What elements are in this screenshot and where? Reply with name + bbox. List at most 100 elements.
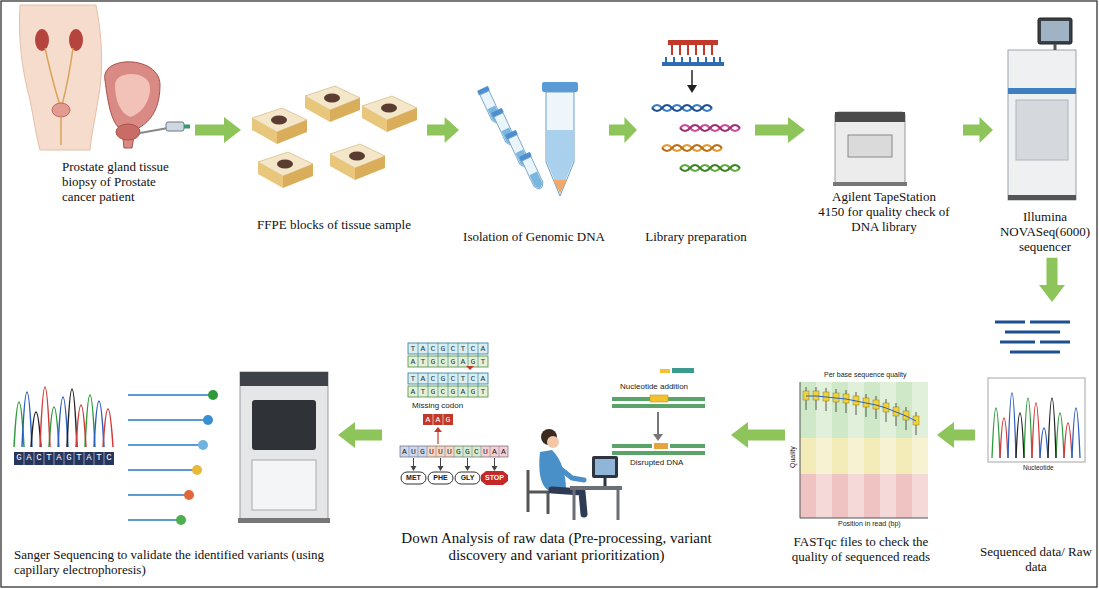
flow-arrow <box>338 422 382 448</box>
step-caption: Down Analysis of raw data (Pre-processin… <box>385 530 728 565</box>
fastqc-chart <box>806 396 916 421</box>
workflow-step: Sanger Sequencing to validate the identi… <box>8 370 335 578</box>
novaseq-sequencer <box>1008 195 1076 200</box>
dna-fragments <box>662 145 722 151</box>
illustration-label: Nucleotide <box>1023 464 1054 472</box>
labelled-fragments <box>176 515 186 525</box>
novaseq-sequencer <box>1008 18 1076 200</box>
ffpe-blocks <box>252 86 417 188</box>
fastqc-chart <box>800 382 928 518</box>
raw-chromatogram <box>988 378 1085 462</box>
workflow-step: Agilent TapeStation 4150 for quality che… <box>808 100 960 235</box>
sequence-letters: ATGCGAGT <box>408 386 491 397</box>
sanger-chromatogram <box>31 389 77 447</box>
sanger-chromatogram <box>40 387 113 447</box>
tapestation-instrument <box>833 112 907 186</box>
novaseq-sequencer <box>1054 44 1057 50</box>
dna-tubes <box>553 180 567 193</box>
flow-arrow <box>195 117 241 143</box>
amino-acid-shapes <box>401 472 426 484</box>
sequence-letters: AAG <box>423 414 456 425</box>
capillary-sequencer <box>252 400 316 450</box>
patient-anatomy <box>60 117 62 145</box>
sanger-chromatogram <box>14 387 113 447</box>
step-caption: Prostate gland tissue biopsy of Prostate… <box>62 160 192 205</box>
step-caption: Sequenced data/ Raw data <box>978 545 1094 575</box>
illustration-label: Quality <box>789 446 797 468</box>
sanger-chromatogram <box>14 395 95 447</box>
fastqc-chart <box>800 382 928 518</box>
library-adapters <box>687 85 697 93</box>
patient-anatomy <box>19 5 101 150</box>
analyst-at-computer <box>528 429 622 520</box>
flow-arrow <box>731 422 785 448</box>
nucleotide-insertion <box>612 404 705 408</box>
labelled-fragments <box>184 490 194 500</box>
fastqc-chart <box>912 382 928 518</box>
dna-fragments <box>652 105 712 111</box>
biopsy-needle <box>140 122 190 133</box>
sequence-letters: TACGCTCA <box>408 373 491 384</box>
illustration-label: Position in read (bp) <box>838 520 901 528</box>
analyst-at-computer <box>552 462 584 480</box>
ffpe-blocks <box>252 108 307 144</box>
amino-acid-shapes <box>481 471 508 485</box>
analyst-at-computer <box>570 486 622 490</box>
mrna-cells <box>438 466 444 471</box>
step-caption: Illumina NOVASeq(6000) sequencer <box>996 210 1094 255</box>
analyst-at-computer <box>604 478 607 486</box>
workflow-step: Sequenced data/ Raw data <box>978 305 1094 575</box>
raw-chromatogram <box>988 378 1085 462</box>
mrna-cells <box>411 466 417 471</box>
capillary-sequencer <box>238 372 330 523</box>
dna-fragments <box>680 165 740 171</box>
dna-tubes <box>547 130 573 193</box>
tapestation-instrument <box>848 135 892 157</box>
nucleotide-insertion <box>653 434 663 441</box>
bladder-prostate <box>116 124 140 140</box>
tapestation-instrument <box>835 112 905 122</box>
dna-tubes <box>519 152 546 192</box>
library-adapters <box>662 62 724 66</box>
flow-arrow <box>427 117 459 143</box>
dna-tubes <box>542 82 578 92</box>
nucleotide-insertion <box>660 369 670 373</box>
sanger-chromatogram <box>22 392 104 447</box>
illustration-label: STOP <box>482 472 507 484</box>
step-caption: Library preparation <box>640 230 752 245</box>
dna-fragments <box>662 145 722 151</box>
capillary-sequencer <box>238 518 330 523</box>
capillary-sequencer <box>240 372 328 522</box>
dna-fragments <box>652 105 712 111</box>
illustration-label: GLY <box>455 472 480 484</box>
fastqc-chart <box>880 382 896 518</box>
labelled-fragments <box>198 440 208 450</box>
flow-arrow <box>937 422 975 448</box>
library-adapters <box>662 40 724 93</box>
illustration-label: Disrupted DNA <box>630 458 683 468</box>
analyst-at-computer <box>595 459 615 475</box>
labelled-fragments <box>128 390 218 525</box>
mrna-cells <box>492 466 498 471</box>
workflow-step: FASTqc files to check the quality of seq… <box>788 360 934 565</box>
bladder-prostate <box>105 62 160 148</box>
dna-tubes <box>546 92 574 196</box>
dna-tubes <box>477 82 578 196</box>
bladder-prostate <box>115 74 150 117</box>
library-adapters <box>691 70 693 86</box>
workflow-step: Illumina NOVASeq(6000) sequencer <box>996 15 1094 255</box>
fastqc-chart <box>806 387 916 435</box>
novaseq-sequencer <box>1038 18 1072 44</box>
dna-sequence-cells <box>466 366 474 370</box>
workflow-step: Isolation of Genomic DNA <box>462 80 606 245</box>
nucleotide-insertion <box>612 368 705 455</box>
nucleotide-insertion <box>672 368 694 373</box>
sequence-letters: TACGCTCA <box>408 343 491 354</box>
nucleotide-insertion <box>654 443 668 449</box>
mrna-cells <box>414 458 495 467</box>
sequence-letters: GACTAGTATC <box>14 452 116 465</box>
dna-fragments <box>680 125 740 131</box>
analyst-at-computer <box>574 490 618 520</box>
